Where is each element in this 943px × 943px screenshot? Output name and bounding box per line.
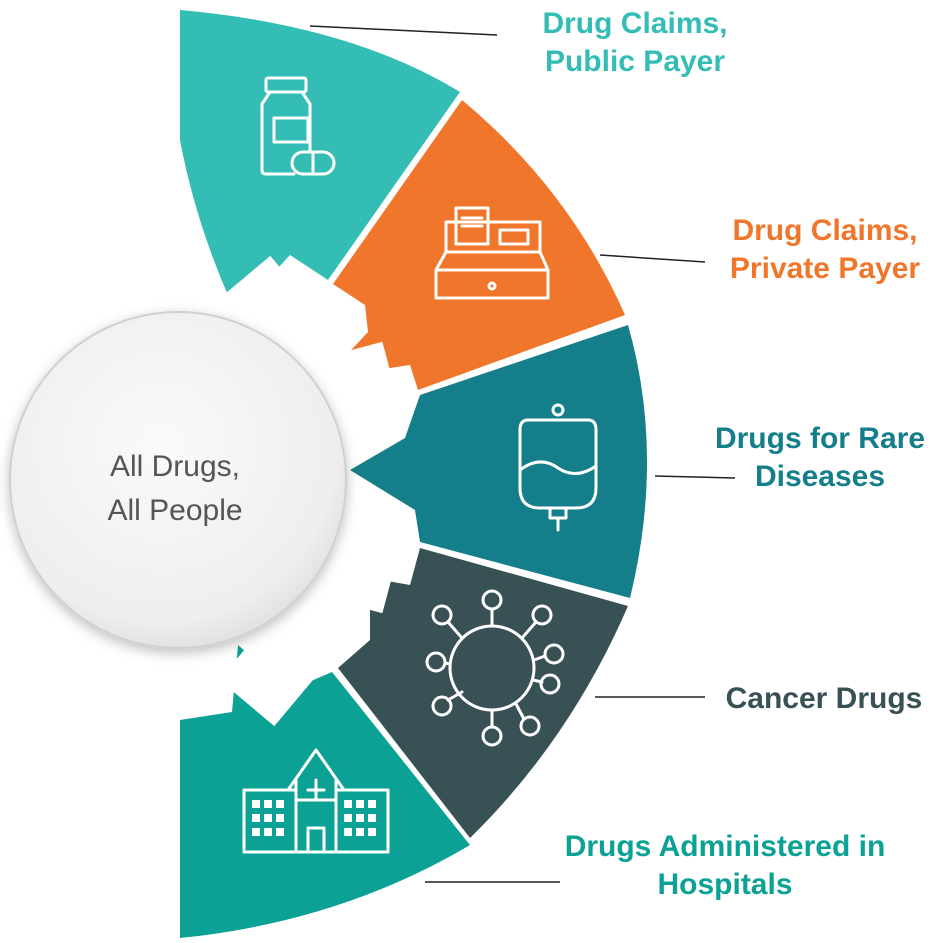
center-label-line-2: All People [107, 494, 243, 527]
label-private-payer-line-2: Private Payer [729, 252, 921, 285]
label-hospitals-line-1: Drugs Administered in [564, 830, 886, 863]
iv-bag-icon [518, 403, 598, 532]
label-hospitals: Drugs Administered in Hospitals [530, 828, 920, 904]
leader-line-rare-diseases [654, 475, 736, 479]
leader-lines [309, 25, 736, 883]
leader-line-private-payer [599, 254, 706, 263]
label-rare-diseases-line-2: Diseases [754, 460, 886, 493]
segment-rare-diseases [350, 325, 648, 598]
label-rare-diseases: Drugs for Rare Diseases [695, 420, 943, 496]
label-hospitals-line-2: Hospitals [657, 868, 793, 901]
label-public-payer-line-1: Drug Claims, [542, 7, 728, 40]
center-circle [9, 311, 347, 649]
leader-line-public-payer [309, 25, 498, 36]
cash-register-icon [434, 206, 550, 300]
label-public-payer-line-2: Public Payer [544, 45, 726, 78]
hospital-windows [252, 800, 376, 836]
pill-bottle-icon [260, 76, 336, 176]
label-cancer-drugs-line-1: Cancer Drugs [725, 682, 923, 715]
segment-cancer-drugs [325, 548, 628, 838]
center-label: All Drugs, All People [40, 445, 310, 533]
segment-hospitals [180, 645, 470, 938]
label-private-payer-line-1: Drug Claims, [732, 214, 918, 247]
label-public-payer: Drug Claims, Public Payer [505, 5, 765, 81]
virus-cell-icon [425, 589, 565, 747]
center-label-line-1: All Drugs, [109, 450, 241, 483]
label-private-payer: Drug Claims, Private Payer [700, 212, 943, 288]
label-rare-diseases-line-1: Drugs for Rare [714, 422, 926, 455]
label-cancer-drugs: Cancer Drugs [705, 680, 943, 718]
hospital-icon [242, 748, 390, 854]
segment-public-payer [180, 10, 460, 318]
